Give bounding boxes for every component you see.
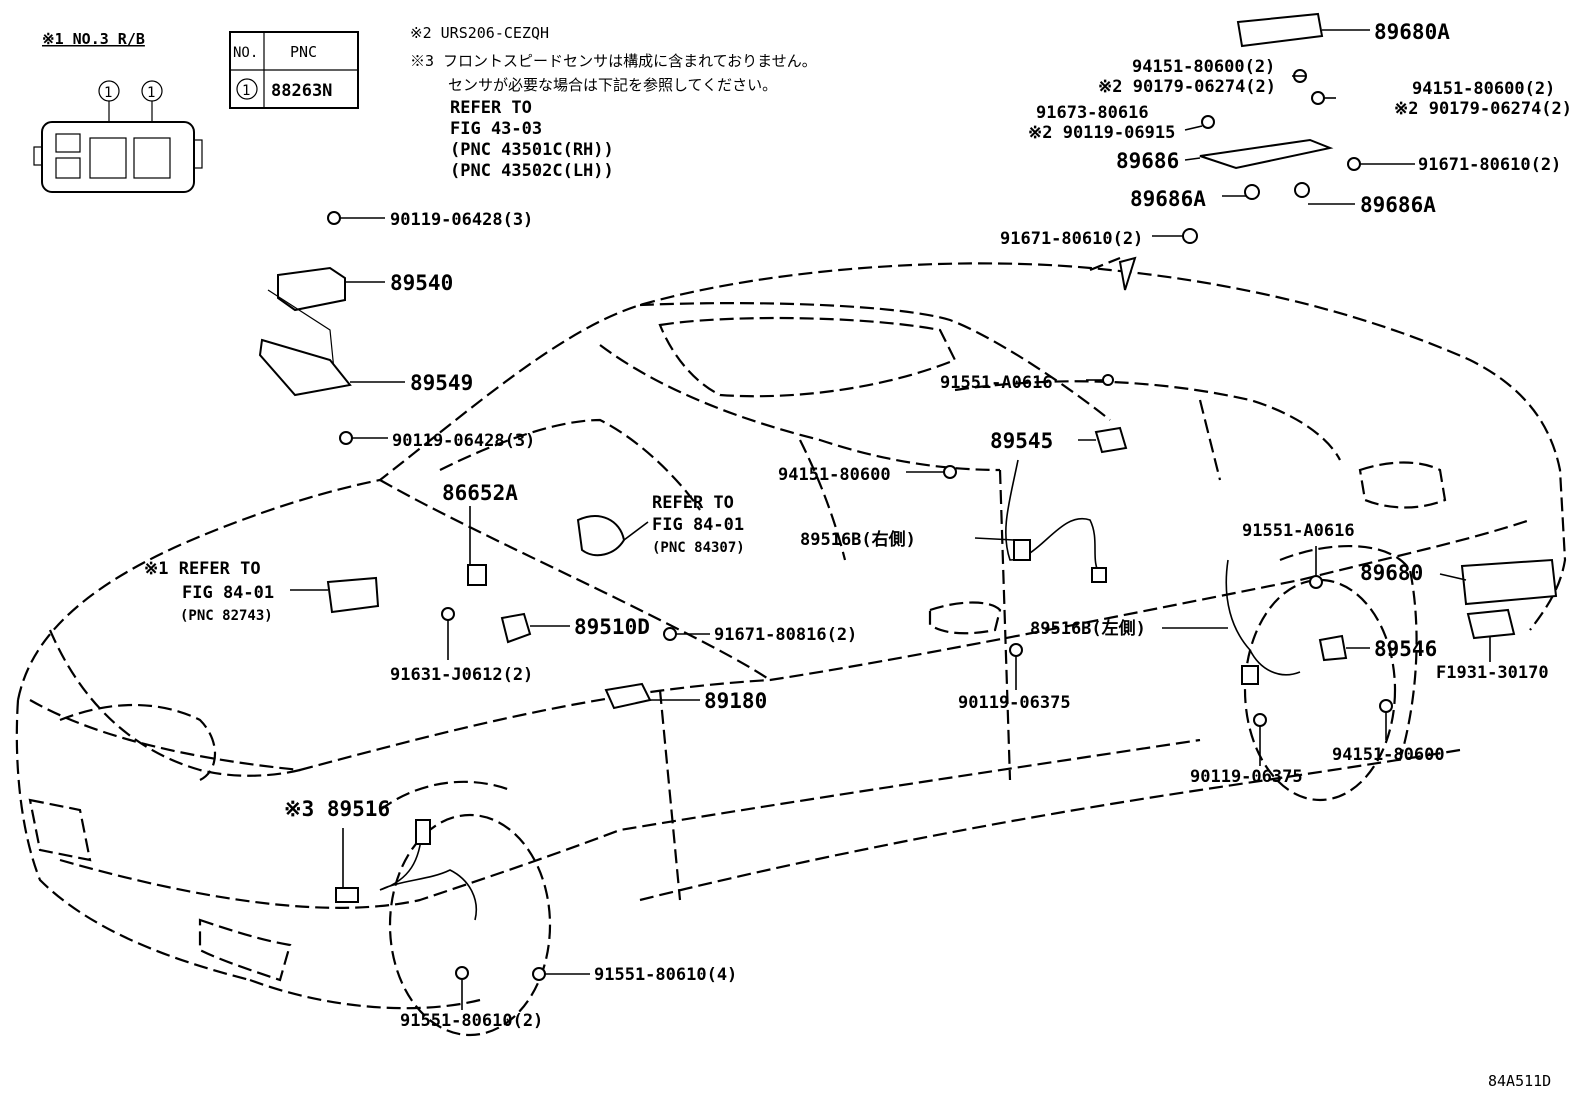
- part-F1931-shape: [1466, 608, 1516, 640]
- label-89686A-a: 89686A: [1130, 187, 1206, 211]
- label-94151-80600-b: 94151-80600: [1332, 745, 1445, 765]
- relay-callout-2: 1: [147, 85, 155, 101]
- label-refer-84307-1: REFER TO: [652, 493, 734, 513]
- part-89680A-shape: [1236, 12, 1324, 48]
- label-refer-84307-2: FIG 84-01: [652, 515, 744, 535]
- part-89545-shape: [1094, 426, 1128, 454]
- label-refer-82743-1: ※1 REFER TO: [144, 559, 261, 579]
- label-91551-A0616-b: 91551-A0616: [1242, 521, 1355, 541]
- label-91671-80610-2-a: 91671-80610(2): [1418, 155, 1561, 175]
- label-89549: 89549: [410, 371, 473, 395]
- table-cell-pnc: 88263N: [271, 81, 332, 101]
- note-refer-1: REFER TO: [450, 98, 532, 118]
- table-header-no: NO.: [233, 45, 258, 61]
- label-89680: 89680: [1360, 561, 1423, 585]
- relay-block-note: ※1 NO.3 R/B: [42, 30, 145, 48]
- notes-block: ※2 URS206-CEZQH ※3 フロントスピードセンサは構成に含まれており…: [410, 24, 817, 181]
- label-89546: 89546: [1374, 637, 1437, 661]
- label-94151-80600-a: 94151-80600: [778, 465, 891, 485]
- label-89516: ※3 89516: [284, 797, 390, 821]
- part-89510D-shape: [500, 612, 532, 644]
- label-89680A: 89680A: [1374, 20, 1450, 44]
- label-refer-82743-2: FIG 84-01: [182, 583, 274, 603]
- part-89549-shape: [258, 338, 352, 397]
- label-91551-A0616-a: 91551-A0616: [940, 373, 1053, 393]
- label-91671-80816-2: 91671-80816(2): [714, 625, 857, 645]
- label-91671-80610-2-b: 91671-80610(2): [1000, 229, 1143, 249]
- label-91551-80610-2: 91551-80610(2): [400, 1011, 543, 1031]
- note-3-line1: ※3 フロントスピードセンサは構成に含まれておりません。: [410, 52, 817, 70]
- label-90119-06375-a: 90119-06375: [958, 693, 1071, 713]
- label-refer-84307-3: (PNC 84307): [652, 540, 745, 556]
- label-89686A-b: 89686A: [1360, 193, 1436, 217]
- pnc-table: NO. PNC 1 88263N: [229, 31, 359, 109]
- note-refer-3: (PNC 43501C(RH)): [450, 140, 614, 160]
- table-cell-no: 1: [242, 83, 250, 99]
- part-89540-shape: [277, 266, 346, 312]
- relay-block-inset: ※1 NO.3 R/B 1 1: [33, 30, 203, 193]
- components: [258, 12, 1558, 981]
- label-86652A: 86652A: [442, 481, 518, 505]
- note-3-line2: センサが必要な場合は下記を参照してください。: [448, 76, 777, 94]
- note-2: ※2 URS206-CEZQH: [410, 24, 549, 42]
- label-90179-06274-2-b: ※2 90179-06274(2): [1394, 99, 1572, 119]
- relay-callout-1: 1: [104, 85, 112, 101]
- table-header-pnc: PNC: [290, 43, 317, 61]
- part-89546-shape: [1318, 634, 1348, 662]
- label-94151-80600-2-b: 94151-80600(2): [1412, 79, 1555, 99]
- label-89540: 89540: [390, 271, 453, 295]
- part-86652A-shape: [467, 564, 487, 586]
- label-90179-06274-2-a: ※2 90179-06274(2): [1098, 77, 1276, 97]
- part-89686-shape: [1199, 138, 1334, 170]
- label-89510D: 89510D: [574, 615, 650, 639]
- label-F1931-30170: F1931-30170: [1436, 663, 1549, 683]
- label-89516B-lh: 89516B(左側): [1030, 618, 1146, 639]
- part-labels: 89680A 94151-80600(2) ※2 90179-06274(2) …: [144, 20, 1572, 1090]
- label-90119-06915: ※2 90119-06915: [1028, 123, 1175, 143]
- note-refer-4: (PNC 43502C(LH)): [450, 161, 614, 181]
- label-90119-06428-3-a: 90119-06428(3): [390, 210, 533, 230]
- part-84307-shape: [576, 515, 626, 557]
- label-91673-80616: 91673-80616: [1036, 103, 1149, 123]
- label-91551-80610-4: 91551-80610(4): [594, 965, 737, 985]
- label-90119-06375-b: 90119-06375: [1190, 767, 1303, 787]
- label-89545: 89545: [990, 429, 1053, 453]
- leader-lines: [290, 29, 1491, 1010]
- part-82743-shape: [326, 576, 380, 614]
- label-89180: 89180: [704, 689, 767, 713]
- label-91631-J0612-2: 91631-J0612(2): [390, 665, 533, 685]
- part-89680-shape: [1460, 558, 1558, 606]
- label-89686: 89686: [1116, 149, 1179, 173]
- label-94151-80600-2-a: 94151-80600(2): [1132, 57, 1275, 77]
- car-body-outline: [15, 256, 1567, 1037]
- label-90119-06428-3-b: 90119-06428(3): [392, 431, 535, 451]
- part-89180-shape: [604, 682, 652, 710]
- note-refer-2: FIG 43-03: [450, 119, 542, 139]
- figure-code: 84A511D: [1488, 1072, 1551, 1090]
- label-89516B-rh: 89516B(右側): [800, 529, 916, 550]
- label-refer-82743-3: (PNC 82743): [180, 608, 273, 624]
